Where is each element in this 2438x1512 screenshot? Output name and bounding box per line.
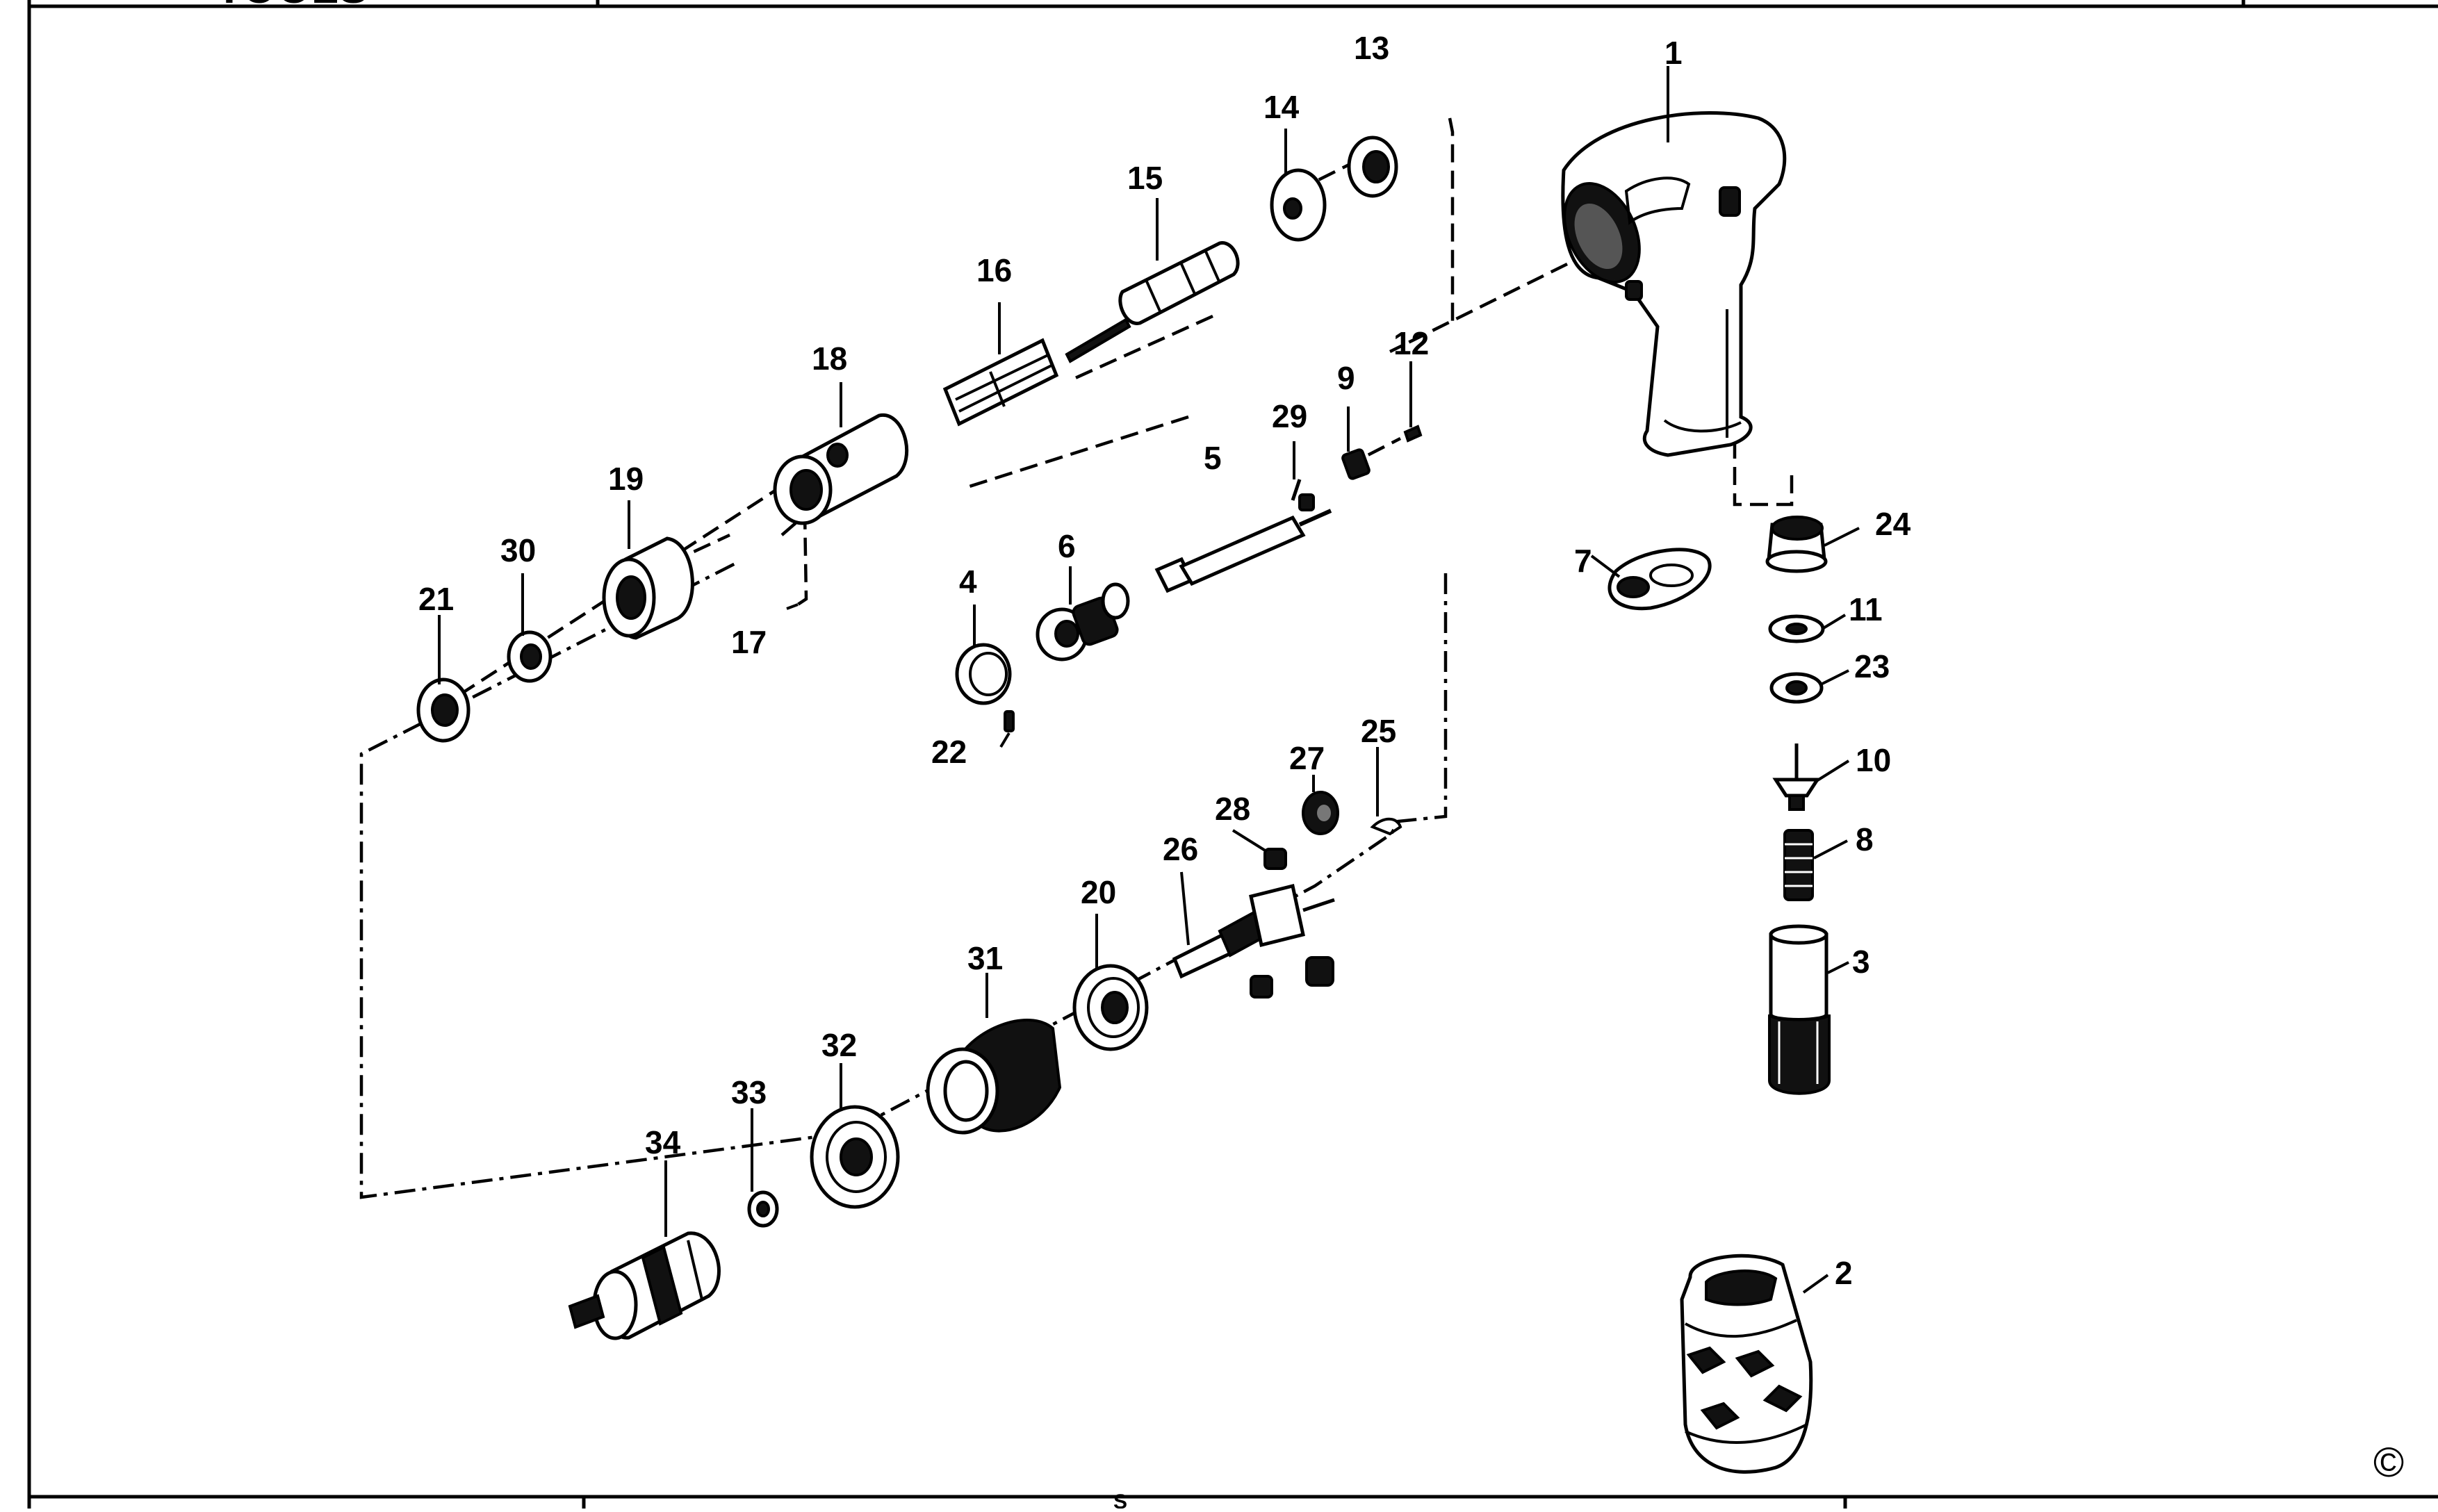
- copyright-symbol: ©: [2373, 1439, 2404, 1486]
- part-18-cylinder: [773, 413, 909, 525]
- header-brand-fragment: TOOLS: [215, 0, 368, 13]
- label-9: 9: [1337, 360, 1355, 396]
- part-4-cap: [955, 643, 1012, 705]
- label-17: 17: [731, 624, 767, 660]
- label-2: 2: [1835, 1255, 1853, 1291]
- page-frame: [27, 0, 2438, 1509]
- part-34-chuck: [568, 1231, 721, 1340]
- label-16: 16: [976, 252, 1012, 288]
- label-34: 34: [645, 1124, 681, 1160]
- label-4: 4: [959, 564, 977, 600]
- label-19: 19: [608, 461, 644, 497]
- label-12: 12: [1393, 325, 1429, 361]
- part-26-spindle: [1172, 883, 1335, 979]
- part-5-valve-stem: [1154, 509, 1332, 593]
- leader-lines: [438, 66, 1860, 1294]
- label-20: 20: [1081, 874, 1116, 910]
- part-13-end-plate: [1347, 135, 1398, 198]
- label-33: 33: [731, 1074, 767, 1110]
- label-14: 14: [1263, 89, 1300, 125]
- label-23: 23: [1854, 648, 1890, 684]
- part-27-gear: [1302, 791, 1339, 835]
- label-31: 31: [967, 940, 1003, 976]
- part-7-plate: [1607, 548, 1712, 611]
- label-3: 3: [1852, 944, 1870, 980]
- part-32-cover-flange: [810, 1105, 900, 1209]
- part-8-spring: [1783, 829, 1814, 901]
- label-27: 27: [1289, 740, 1325, 776]
- part-14-bearing-plate: [1270, 168, 1327, 242]
- label-32: 32: [821, 1027, 857, 1063]
- part-3-inlet-bushing: [1768, 924, 1831, 1095]
- part-11-washer: [1768, 614, 1825, 643]
- part-23-nut: [1769, 672, 1824, 704]
- part-31-ring-gear: [926, 1019, 1062, 1135]
- part-10-tip-valve: [1772, 743, 1821, 811]
- label-5: 5: [1204, 440, 1222, 476]
- part-17-small-pin: [786, 603, 799, 610]
- label-30: 30: [500, 532, 536, 568]
- label-8: 8: [1856, 821, 1874, 857]
- part-9-nut: [1341, 448, 1371, 480]
- footer-center-fragment: S: [1113, 1490, 1127, 1509]
- label-22: 22: [931, 734, 967, 770]
- part-21-end-bearing: [416, 677, 471, 743]
- part-20-bearing: [1072, 964, 1149, 1051]
- part-2-grip-cover: [1680, 1254, 1813, 1474]
- part-28-planet-gear: [1250, 848, 1334, 999]
- part-16-rotor-blades: [942, 338, 1059, 427]
- label-18: 18: [812, 340, 847, 377]
- part-15-rotor: [1065, 241, 1240, 363]
- part-labels: 1 2 3 4 5 6 7 8 9 10 11 12 13 14 15 16 1…: [418, 30, 1911, 1291]
- label-29: 29: [1272, 398, 1307, 434]
- label-1: 1: [1664, 35, 1683, 71]
- part-30-washer: [507, 630, 553, 683]
- label-6: 6: [1058, 528, 1076, 564]
- label-7: 7: [1574, 543, 1592, 579]
- part-19-bearing-holder: [602, 536, 694, 640]
- label-24: 24: [1875, 506, 1911, 542]
- part-12-pin: [1403, 425, 1423, 443]
- part-33-nut: [747, 1190, 779, 1228]
- label-28: 28: [1215, 791, 1250, 827]
- label-26: 26: [1163, 831, 1198, 867]
- assembly-lines: [359, 117, 1794, 1199]
- label-21: 21: [418, 581, 454, 617]
- label-10: 10: [1856, 742, 1891, 778]
- part-1-housing: [1561, 110, 1787, 457]
- part-6-valve-assembly: [1036, 582, 1130, 662]
- label-25: 25: [1361, 713, 1396, 749]
- part-24-valve-seat: [1765, 516, 1828, 573]
- label-15: 15: [1127, 160, 1163, 196]
- part-22-set-screw: [1004, 710, 1015, 732]
- part-29-retainer: [1291, 479, 1315, 511]
- part-25-clip: [1370, 817, 1402, 836]
- label-13: 13: [1354, 30, 1389, 66]
- label-11: 11: [1849, 591, 1883, 627]
